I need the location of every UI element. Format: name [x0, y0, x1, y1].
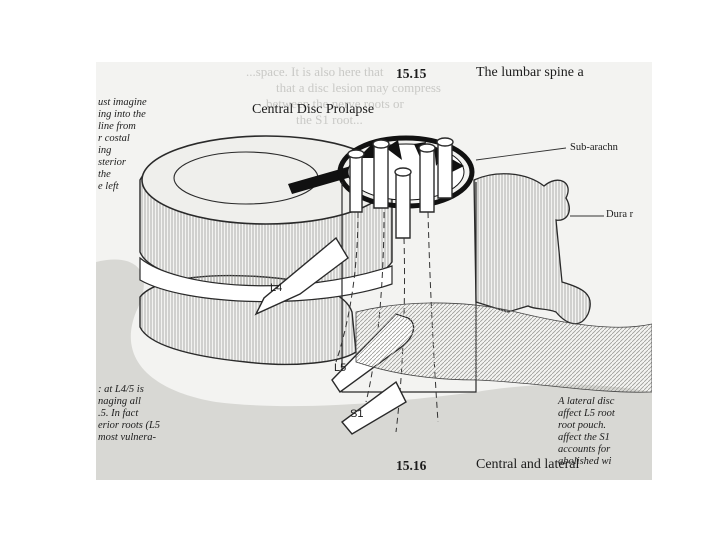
root-label-s1: S1 [350, 408, 364, 420]
nerve-roots [347, 137, 454, 239]
right-text-line: affect the S1 [558, 432, 610, 443]
figure-caption-bottom: Central and lateral [476, 457, 580, 472]
label-sub-arachnoid: Sub-arachn [570, 142, 618, 153]
left-text-line: naging all [98, 396, 141, 407]
left-text-line: .5. In fact [98, 408, 139, 419]
right-text-line: accounts for [558, 444, 611, 455]
spine-illustration [96, 135, 652, 480]
left-text-line: most vulnera- [98, 432, 157, 443]
figure-number-bottom: 15.16 [396, 458, 427, 473]
posterior-elements [473, 173, 591, 325]
root-label-l4: L4 [270, 282, 283, 294]
right-text-line: A lateral disc [558, 396, 615, 407]
bleed-line: the S1 root... [296, 112, 363, 127]
left-text-line: : at L4/5 is [98, 384, 144, 395]
right-text-line: affect L5 root [558, 408, 615, 419]
right-text-line: root pouch. [558, 420, 607, 431]
left-text-line: e left [98, 181, 119, 192]
l4-root-sleeve [254, 236, 349, 316]
left-text-line: r costal [98, 133, 130, 144]
sacral-region [355, 302, 652, 393]
figure-caption-top: The lumbar spine a [476, 65, 584, 80]
left-text-line: erior roots (L5 [98, 420, 161, 431]
s1-root-sleeve [340, 380, 407, 435]
intervertebral-disc [139, 256, 393, 303]
left-text-line: line from [98, 121, 136, 132]
scanned-page: ...space. It is also here that that a di… [96, 62, 652, 480]
bleed-line: ...space. It is also here that [246, 64, 384, 79]
figure-number-top: 15.15 [396, 66, 427, 81]
illustration-title: Central Disc Prolapse [252, 102, 375, 117]
left-text-line: ing [98, 145, 112, 156]
root-label-l5: L5 [334, 362, 347, 374]
left-text-line: ust imagine [98, 97, 147, 108]
leader-sub-arachnoid [475, 147, 567, 161]
left-text-line: the [98, 169, 111, 180]
label-dura: Dura r [606, 209, 634, 220]
background-bone-shading [96, 259, 652, 480]
bleed-line: between the nerve roots or [266, 96, 404, 111]
left-text-line: ing into the [98, 109, 146, 120]
bleed-line: that a disc lesion may compress [276, 80, 441, 95]
left-text-line: sterior [98, 157, 127, 168]
right-text-line: abolished wi [558, 456, 612, 467]
